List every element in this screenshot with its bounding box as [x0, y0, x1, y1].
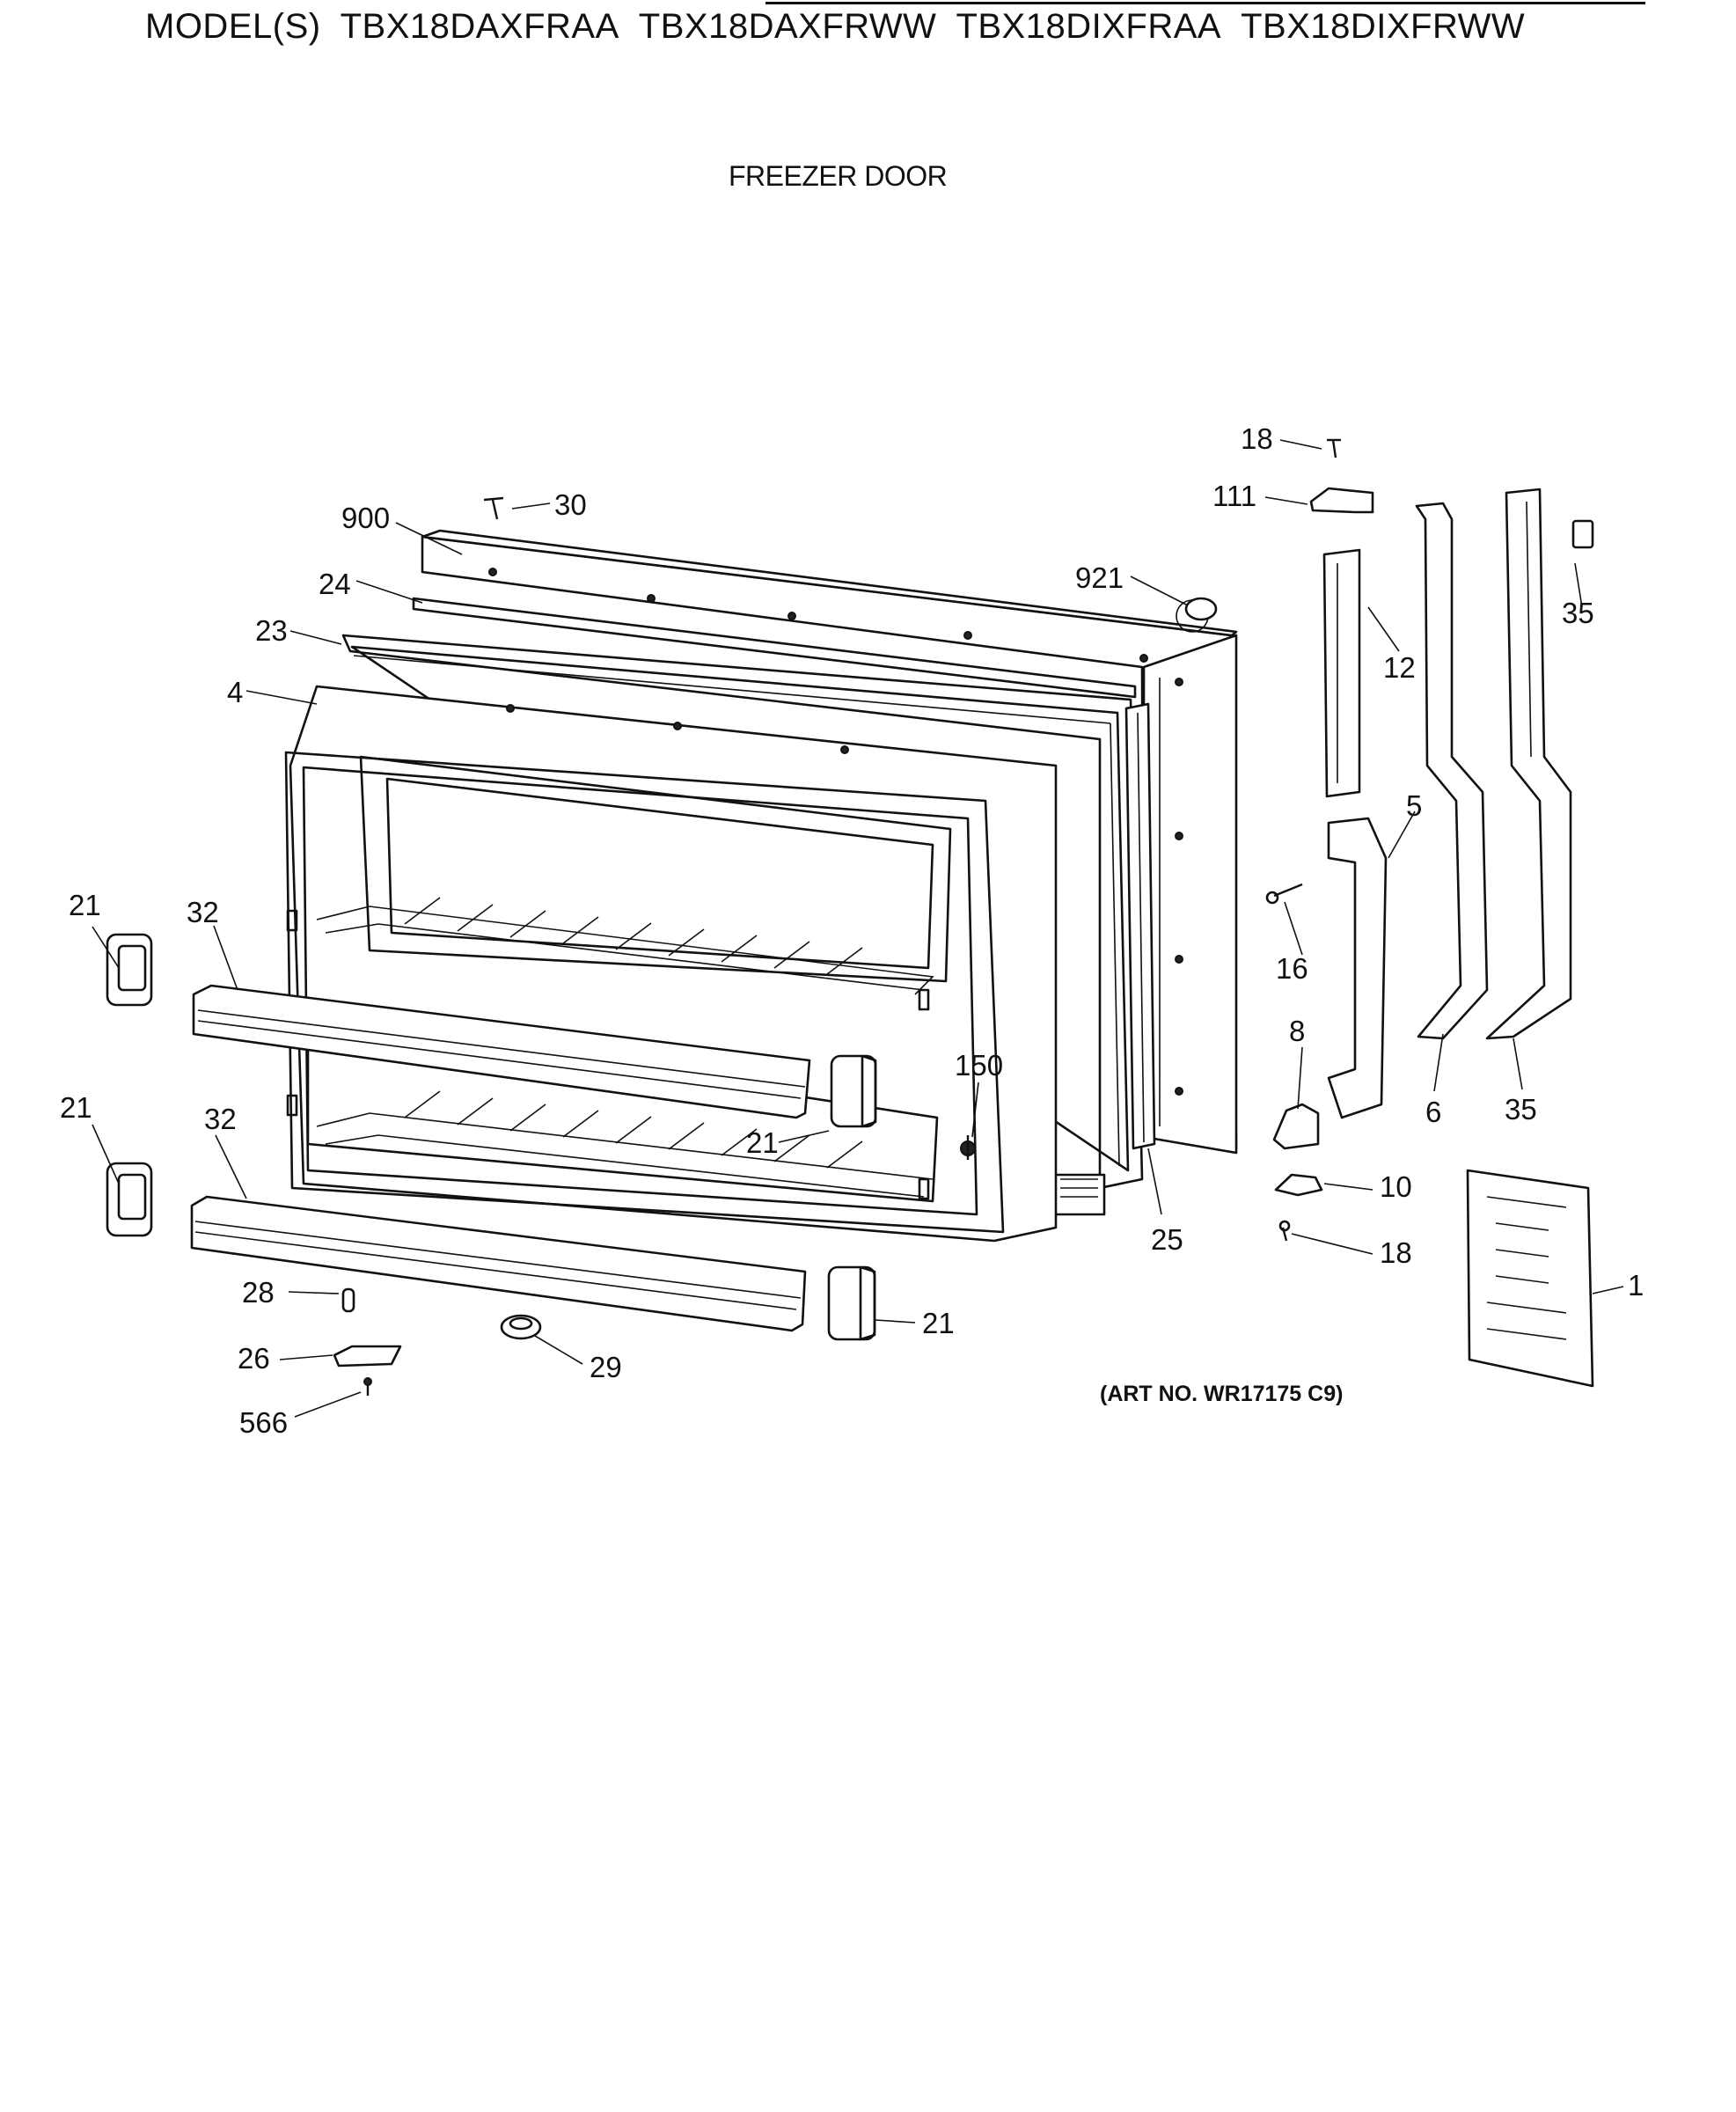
callout-35-bottom: 35 [1505, 1093, 1537, 1126]
callout-5: 5 [1406, 789, 1422, 822]
screw-16 [1265, 883, 1303, 905]
callout-8: 8 [1289, 1015, 1305, 1047]
callout-10: 10 [1380, 1170, 1412, 1203]
callout-111: 111 [1212, 480, 1256, 512]
model-number-1: TBX18DAXFRAA [340, 7, 619, 46]
model-number-4: TBX18DIXFRWW [1241, 7, 1526, 46]
part-10 [1274, 1173, 1323, 1197]
section-title: FREEZER DOOR [729, 160, 948, 192]
part-26 [333, 1345, 402, 1368]
models-prefix: MODEL(S) [145, 7, 321, 46]
callout-900: 900 [341, 502, 390, 534]
callout-150: 150 [955, 1049, 1003, 1082]
model-line: MODEL(S) TBX18DAXFRAA TBX18DAXFRWW TBX18DIX… [145, 7, 1544, 47]
handle-cover-12 [1322, 548, 1361, 798]
callout-30: 30 [554, 488, 587, 521]
callout-566: 566 [239, 1406, 288, 1439]
grommet-29 [500, 1314, 542, 1340]
callout-32-upper: 32 [187, 896, 219, 928]
end-cap-upper-left [106, 933, 153, 1007]
literature-booklet-1 [1466, 1169, 1594, 1388]
handle-35 [1485, 488, 1572, 1040]
handle-6 [1415, 502, 1489, 1040]
callout-921: 921 [1075, 561, 1124, 594]
inner-door-liner [284, 685, 1058, 1243]
outer-door-panel [421, 529, 1238, 1155]
callout-18-top: 18 [1241, 422, 1273, 455]
callout-32-lower: 32 [204, 1103, 237, 1135]
end-cap-35-top [1571, 519, 1594, 549]
callout-28: 28 [242, 1276, 275, 1309]
screw-18-bottom [1278, 1220, 1291, 1242]
callout-12: 12 [1383, 651, 1416, 684]
callout-23: 23 [255, 614, 288, 647]
upper-shelf-ribs [316, 906, 934, 995]
callout-29: 29 [590, 1351, 622, 1383]
callout-21-mid: 21 [746, 1126, 779, 1159]
callout-21-upper-left: 21 [69, 889, 101, 921]
callout-1: 1 [1628, 1269, 1644, 1302]
screw-150 [960, 1135, 976, 1160]
callout-26: 26 [238, 1342, 270, 1375]
lower-shelf-bar [190, 1195, 876, 1341]
callout-25: 25 [1151, 1223, 1183, 1256]
leader-lines [92, 439, 1624, 1418]
callout-35-top: 35 [1562, 597, 1594, 629]
callout-21-lower-left: 21 [60, 1091, 92, 1124]
plug-921 [1184, 597, 1218, 621]
model-number-2: TBX18DAXFRWW [638, 7, 937, 46]
screw-566 [363, 1377, 372, 1396]
lower-shelf-ribs [404, 897, 863, 1169]
callout-6: 6 [1425, 1096, 1441, 1128]
callout-labels: 18 111 900 30 921 35 24 12 23 4 5 21 32 … [60, 422, 1644, 1439]
callout-4: 4 [227, 676, 243, 708]
model-number-3: TBX18DIXFRAA [956, 7, 1222, 46]
upper-shelf-bar [192, 984, 877, 1128]
screw-18-top [1327, 438, 1341, 458]
hinge-bracket-111 [1309, 487, 1374, 514]
vertical-gasket [1124, 702, 1156, 1150]
gasket-strip [412, 597, 1137, 699]
header-rule [765, 2, 1645, 4]
callout-16: 16 [1276, 952, 1308, 985]
screw-30 [483, 496, 504, 520]
part-8 [1272, 1103, 1320, 1150]
callout-21-bottom: 21 [922, 1307, 955, 1339]
callout-24: 24 [319, 568, 351, 600]
art-number: (ART NO. WR17175 C9) [1100, 1382, 1344, 1406]
handle-bracket-5 [1327, 817, 1388, 1119]
part-28 [341, 1287, 355, 1313]
callout-18-bottom: 18 [1380, 1236, 1412, 1269]
